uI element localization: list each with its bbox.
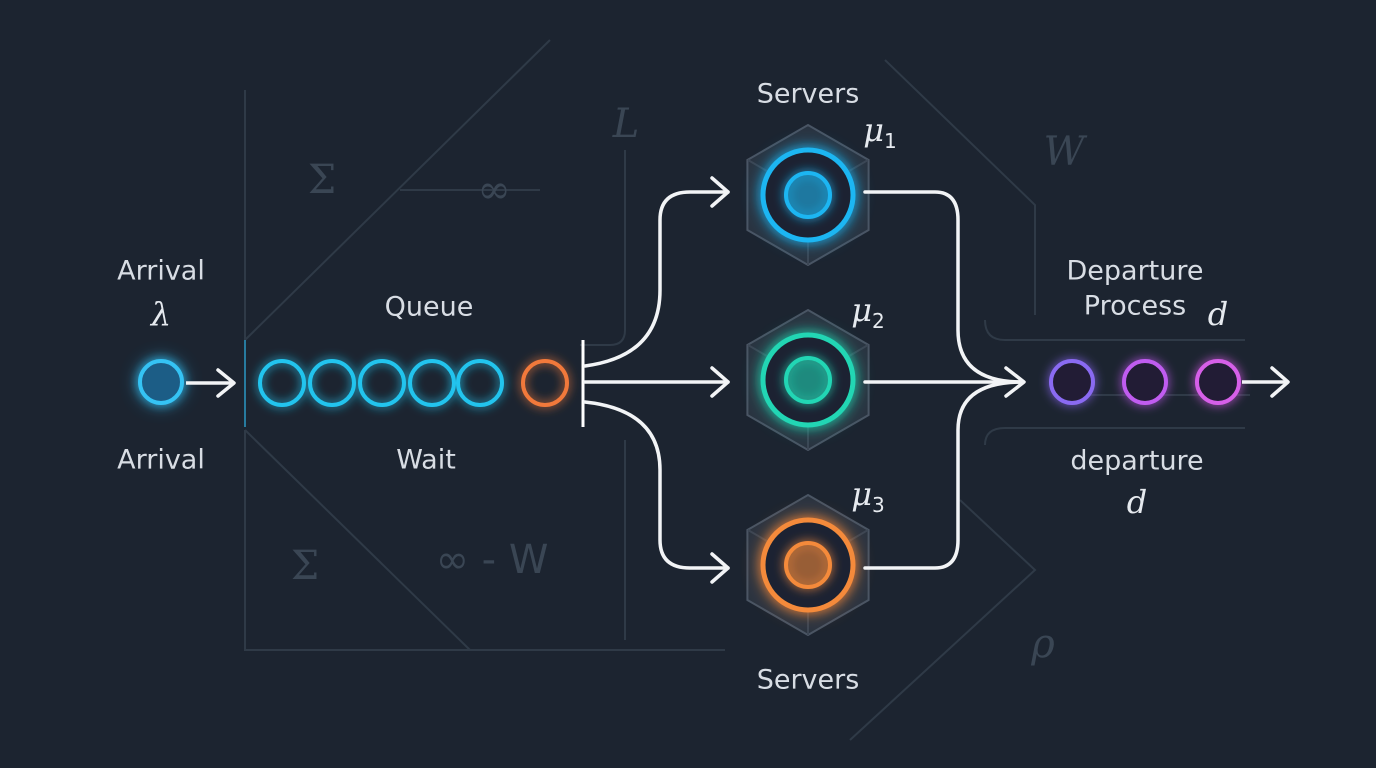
bg-W-symbol: W (1043, 129, 1085, 175)
service-rate-mu2: μ2 (851, 290, 885, 334)
server-2-core-icon (784, 356, 832, 404)
queue-customer-icon (258, 359, 306, 407)
queue-customer-icon (456, 359, 504, 407)
bg-infinity-w: ∞ - W (435, 537, 549, 583)
departure-symbol-top: d (1207, 295, 1229, 333)
departure-customers (1049, 359, 1241, 405)
departure-label-line1: Departure (1066, 255, 1204, 287)
bg-line-10 (984, 427, 1245, 446)
routing-arrows (583, 176, 730, 584)
route-to-server2-head (710, 366, 730, 398)
servers (746, 123, 870, 637)
queue-buffer (244, 338, 585, 429)
queue-customer-icon (408, 359, 456, 407)
bg-line-9 (984, 319, 1245, 341)
queue-next-customer-icon (521, 359, 569, 407)
bg-rho-symbol: ρ (1031, 621, 1055, 667)
route-to-server3-head (710, 552, 730, 584)
queue-customers (258, 359, 569, 407)
arrival-label-top: Arrival (117, 255, 205, 287)
arrival-arrowhead (216, 368, 236, 398)
wait-label: Wait (396, 444, 456, 476)
merge-arrows (863, 190, 1026, 570)
merge-arrowhead (1004, 366, 1026, 398)
server-2 (746, 308, 870, 452)
bg-L-symbol: L (612, 101, 640, 147)
route-to-server3 (583, 400, 730, 570)
merge-from-server3 (863, 380, 1024, 570)
queue-customer-icon (358, 359, 406, 407)
bg-line-6 (244, 430, 725, 651)
bg-line-8 (884, 59, 1036, 315)
bg-line-1 (244, 39, 551, 341)
departure-customer-icon (1049, 359, 1095, 405)
queue-label: Queue (384, 291, 474, 323)
queue-customer-icon (308, 359, 356, 407)
bg-infinity-top: ∞ (477, 167, 511, 213)
departure-customer-icon (1122, 359, 1168, 405)
bg-sigma-bottom: Σ (290, 543, 320, 589)
service-rate-mu1: μ1 (863, 110, 897, 154)
merge-from-server1 (863, 190, 1024, 384)
server-3-core-icon (784, 541, 832, 589)
bg-line-4 (580, 150, 626, 346)
arrival-label-bottom: Arrival (117, 444, 205, 476)
servers-label-top: Servers (756, 78, 860, 110)
departure-exit-arrowhead (1270, 366, 1290, 398)
bg-line-11 (849, 499, 1037, 741)
departure-label-line2: Process (1083, 290, 1187, 322)
departure-label-lower: departure (1070, 445, 1204, 477)
background-geometry (244, 39, 1250, 741)
arrival-customer-icon (138, 359, 184, 405)
service-rate-mu3: μ3 (851, 474, 885, 518)
server-1 (746, 123, 870, 267)
arrival-rate-symbol: λ (150, 295, 172, 333)
server-3 (746, 493, 870, 637)
servers-label-bottom: Servers (756, 664, 860, 696)
route-to-server1-head (710, 176, 730, 208)
route-to-server1 (583, 190, 730, 368)
bg-sigma-top: Σ (307, 157, 337, 203)
bg-line-5 (244, 429, 471, 651)
departure-customer-icon (1195, 359, 1241, 405)
departure-symbol-bottom: d (1126, 483, 1148, 521)
server-1-core-icon (784, 171, 832, 219)
